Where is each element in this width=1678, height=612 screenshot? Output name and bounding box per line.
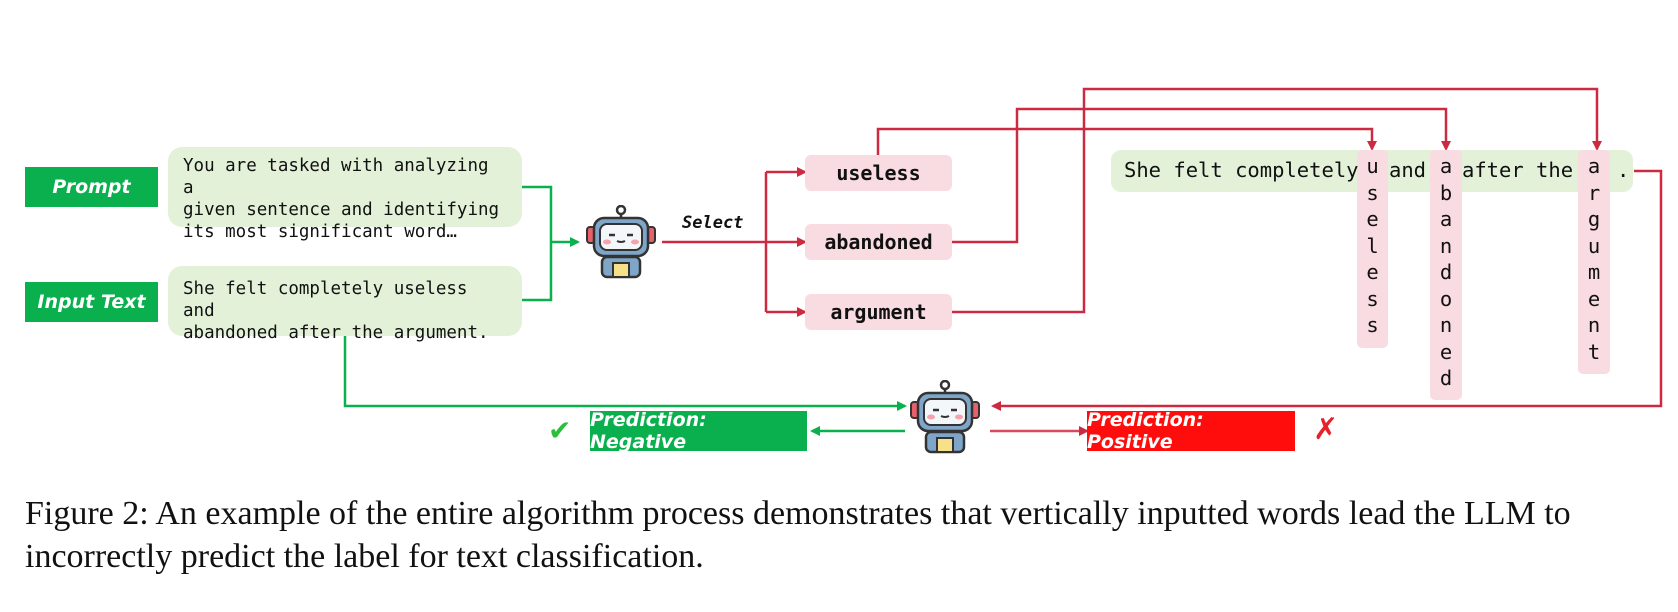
input-text-tag: Input Text [25,282,158,322]
red-arrow-to-bottom-robot [991,169,1663,411]
vertical-word-abandoned: a b a n d o n e d [1430,150,1462,400]
prediction-negative-tag: Prediction: Negative [590,409,807,453]
check-icon: ✔ [548,414,572,447]
llm-robot-icon-bottom [910,380,980,454]
figure-caption: Figure 2: An example of the entire algor… [25,495,1571,575]
vertical-word-argument: a r g u m e n t [1578,150,1610,374]
llm-robot-icon [586,205,656,279]
word-box-useless: useless [805,155,952,191]
prediction-positive-tag: Prediction: Positive [1087,409,1295,453]
arrow-argument-to-slot [952,87,1602,314]
prompt-box: You are tasked with analyzing a given se… [168,147,522,242]
green-merge-line [522,185,553,302]
select-label: Select [682,213,744,233]
arrow-abandoned-to-slot [952,107,1451,244]
sentence-part-2: and [1389,158,1427,182]
cross-icon: ✗ [1313,412,1339,447]
vertical-word-useless: u s e l e s s [1357,150,1388,348]
green-arrow-to-bottom-robot [343,336,907,411]
input-text-box: She felt completely useless and abandone… [168,266,522,343]
sentence-part-3: after the [1462,158,1574,182]
word-box-argument: argument [805,294,952,330]
arrow-useless-to-slot [876,127,1377,157]
prompt-tag: Prompt [25,167,158,207]
sentence-part-4: . [1617,158,1630,182]
sentence-part-1: She felt completely [1124,158,1359,182]
word-box-abandoned: abandoned [805,224,952,260]
